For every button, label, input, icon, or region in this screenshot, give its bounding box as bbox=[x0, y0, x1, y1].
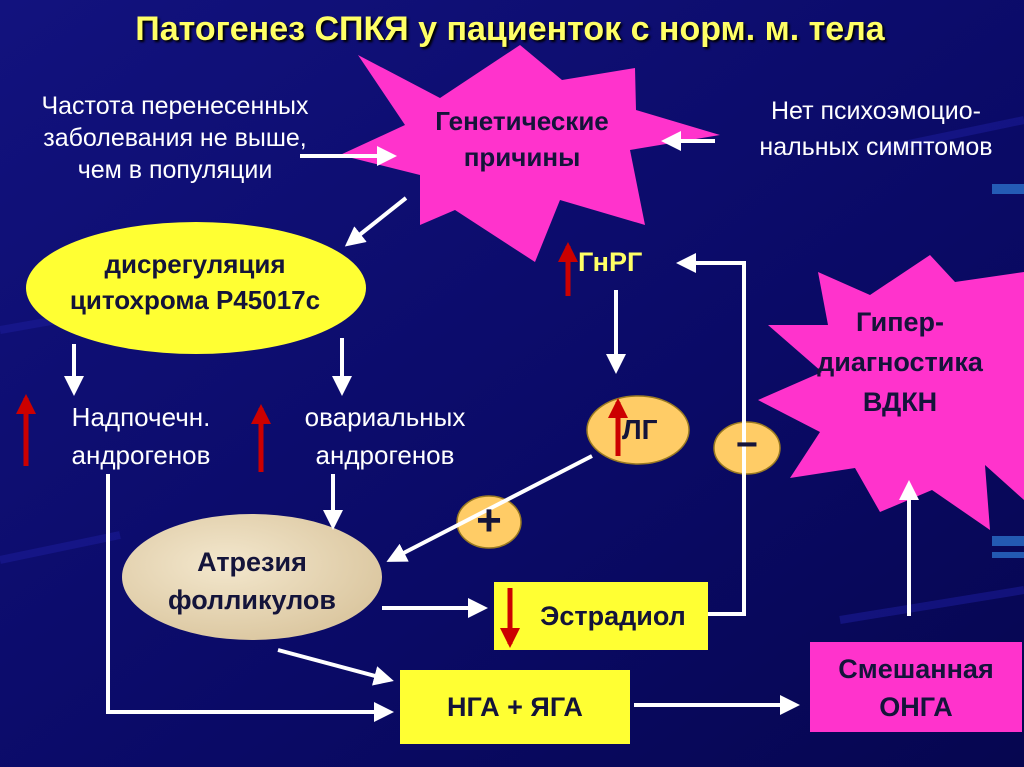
estradiol-box bbox=[494, 582, 708, 650]
hyperdiagnosis-star bbox=[758, 255, 1024, 530]
nga-yaga-box bbox=[400, 670, 630, 744]
estradiol-label: Эстрадиол bbox=[540, 601, 686, 631]
arrow-estradiol-feedback-to-gnrh bbox=[676, 253, 746, 616]
plus-ellipse bbox=[456, 495, 522, 549]
minus-ellipse bbox=[713, 421, 781, 475]
genetic-causes-label: Генетические причины bbox=[435, 106, 609, 172]
left-note: Частота перенесенных заболевания не выше… bbox=[41, 92, 309, 184]
atresia-label: Атрезия фолликулов bbox=[167, 547, 337, 615]
slide-title: Патогенез СПКЯ у пациенток с норм. м. те… bbox=[135, 10, 885, 48]
arrow-adrenal-to-nga bbox=[106, 474, 394, 722]
hyperdiagnosis-label: Гипер- диагностика ВДКН bbox=[817, 307, 983, 417]
corner-accents bbox=[992, 184, 1024, 558]
nga-yaga-label: НГА + ЯГА bbox=[447, 692, 583, 722]
arrow-lh-to-atresia bbox=[386, 454, 593, 562]
minus-sign: − bbox=[735, 424, 759, 466]
arrow-genetic-to-dysregulation bbox=[344, 196, 408, 247]
arrow-atresia-to-nga bbox=[277, 648, 394, 686]
dysregulation-ellipse bbox=[26, 222, 366, 354]
red-arrows bbox=[15, 242, 628, 648]
mixed-onga-label: Смешанная ОНГА bbox=[838, 654, 994, 722]
lh-label: ЛГ bbox=[622, 414, 658, 445]
dysregulation-label: дисрегуляция цитохрома Р45017с bbox=[69, 249, 321, 315]
mixed-onga-box bbox=[810, 642, 1022, 732]
ovarian-androgens-label: овариальных андрогенов bbox=[304, 402, 466, 470]
atresia-ellipse bbox=[122, 514, 382, 640]
gnrh-label: ГнРГ bbox=[578, 247, 643, 277]
right-note: Нет психоэмоцио- нальных симптомов bbox=[759, 97, 993, 161]
adrenal-androgens-label: Надпочечн. андрогенов bbox=[71, 402, 211, 470]
plus-sign: + bbox=[476, 496, 502, 545]
genetic-causes-star bbox=[340, 45, 720, 262]
white-arrows bbox=[64, 131, 919, 722]
